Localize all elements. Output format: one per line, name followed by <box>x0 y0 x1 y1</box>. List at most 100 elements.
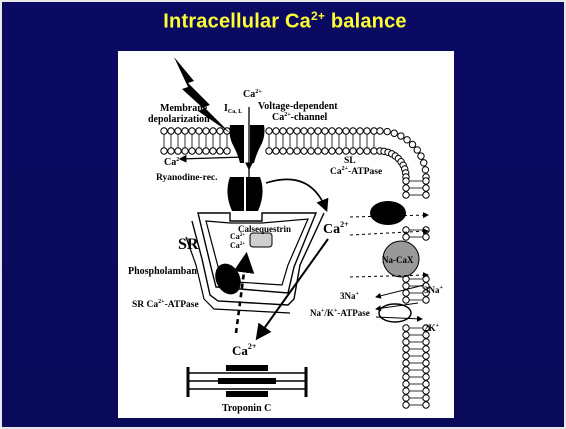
membrane-bead <box>266 128 272 134</box>
membrane-bead <box>301 148 307 154</box>
membrane-curve <box>377 128 429 180</box>
membrane-bead <box>182 128 188 134</box>
ryanodine-label: Ryanodine-rec. <box>156 173 218 183</box>
ca-release-arrow <box>266 179 326 209</box>
membrane-bead <box>423 346 429 352</box>
membrane-bead <box>168 128 174 134</box>
calsequestrin-label: Calsequestrin <box>238 224 291 234</box>
membrane-bead <box>418 153 424 159</box>
membrane-bead <box>423 276 429 282</box>
membrane-bead <box>423 227 429 233</box>
na-cax-label: Na-CaX <box>382 255 414 265</box>
membrane-bead <box>423 297 429 303</box>
membrane-bead <box>423 374 429 380</box>
diagram-panel: Membrane depolarization Ca2+ ICa, L Volt… <box>118 51 454 418</box>
membrane-bead <box>377 128 383 134</box>
membrane-bead <box>343 128 349 134</box>
sr-label: SR <box>178 236 199 253</box>
calsequestrin-box <box>250 233 272 247</box>
membrane-bead <box>336 128 342 134</box>
membrane-bead <box>403 290 409 296</box>
membrane-bead <box>423 388 429 394</box>
sr-atpase-label: SR Ca2+-ATPase <box>132 299 199 310</box>
membrane-bead <box>403 388 409 394</box>
membrane-bead <box>403 297 409 303</box>
membrane-bead <box>161 128 167 134</box>
membrane-bead <box>350 128 356 134</box>
membrane-bead <box>423 192 429 198</box>
sl-label-1: SL <box>344 156 356 166</box>
membrane-bead <box>287 128 293 134</box>
membrane-bead <box>423 360 429 366</box>
membrane-bead <box>196 148 202 154</box>
membrane-bead <box>329 128 335 134</box>
membrane-bead <box>189 128 195 134</box>
membrane-bead <box>423 367 429 373</box>
membrane-bead <box>403 178 409 184</box>
membrane-bead <box>273 148 279 154</box>
membrane-bead <box>414 147 420 153</box>
membrane-bead <box>175 148 181 154</box>
membrane-bead <box>391 130 397 136</box>
membrane-bead <box>357 128 363 134</box>
membrane-bead <box>364 128 370 134</box>
membrane-bead <box>217 128 223 134</box>
membrane-bead <box>423 178 429 184</box>
k2-label: 2K+ <box>424 323 440 333</box>
membrane-bead <box>423 353 429 359</box>
membrane-bead <box>403 283 409 289</box>
membrane-bead <box>403 192 409 198</box>
membrane-bead <box>403 381 409 387</box>
membrane-bead <box>224 148 230 154</box>
sl-label-2: Ca2+-ATPase <box>330 166 382 177</box>
membrane-bead <box>175 128 181 134</box>
membrane-bead <box>168 148 174 154</box>
ca-bottom-label: Ca2+ <box>232 342 257 358</box>
membrane-bead <box>329 148 335 154</box>
membrane-bead <box>403 374 409 380</box>
membrane-bead <box>203 128 209 134</box>
membrane-bead <box>336 148 342 154</box>
sl-efflux-arrow-2 <box>350 231 428 235</box>
ryanodine-receptor <box>227 177 262 211</box>
vdcc-label-1: Voltage-dependent <box>258 101 338 112</box>
membrane-bead <box>423 381 429 387</box>
membrane-bead <box>294 128 300 134</box>
membrane-bead <box>421 160 427 166</box>
membrane-bead <box>182 148 188 154</box>
membrane-bead <box>403 346 409 352</box>
membrane-bead <box>210 128 216 134</box>
membrane-bead <box>294 148 300 154</box>
troponin-c-filaments <box>188 365 306 397</box>
ca-top-label: Ca2+ <box>243 89 262 100</box>
membrane-bead <box>403 353 409 359</box>
title-superscript: 2+ <box>311 9 325 23</box>
calcium-balance-diagram: Membrane depolarization Ca2+ ICa, L Volt… <box>118 51 454 418</box>
ca-left-arrow <box>180 157 244 159</box>
troponin-label: Troponin C <box>222 403 271 414</box>
membrane-bead <box>161 148 167 154</box>
membrane-bead <box>280 148 286 154</box>
phospholamban-label: Phospholamban <box>128 266 197 277</box>
membrane-bead <box>403 360 409 366</box>
membrane-bead <box>315 148 321 154</box>
membrane-bead <box>357 148 363 154</box>
membrane-horizontal <box>161 128 377 154</box>
na-in-arrow <box>376 285 424 297</box>
membrane-bead <box>423 402 429 408</box>
ncx-ca-arrow <box>350 275 428 277</box>
membrane-bead <box>301 128 307 134</box>
membrane-label-2: depolarization <box>148 114 210 125</box>
membrane-bead <box>273 128 279 134</box>
membrane-bead <box>423 234 429 240</box>
slide-title: Intracellular Ca2+ balance <box>2 9 566 34</box>
membrane-bead <box>403 395 409 401</box>
ca-mid-label: Ca2+ <box>323 220 349 237</box>
membrane-bead <box>423 339 429 345</box>
na3-out-label: 3Na+ <box>424 285 444 295</box>
membrane-bead <box>403 339 409 345</box>
ca-sr-label-2: Ca2+ <box>230 241 245 250</box>
membrane-bead <box>308 128 314 134</box>
membrane-bead <box>404 137 410 143</box>
